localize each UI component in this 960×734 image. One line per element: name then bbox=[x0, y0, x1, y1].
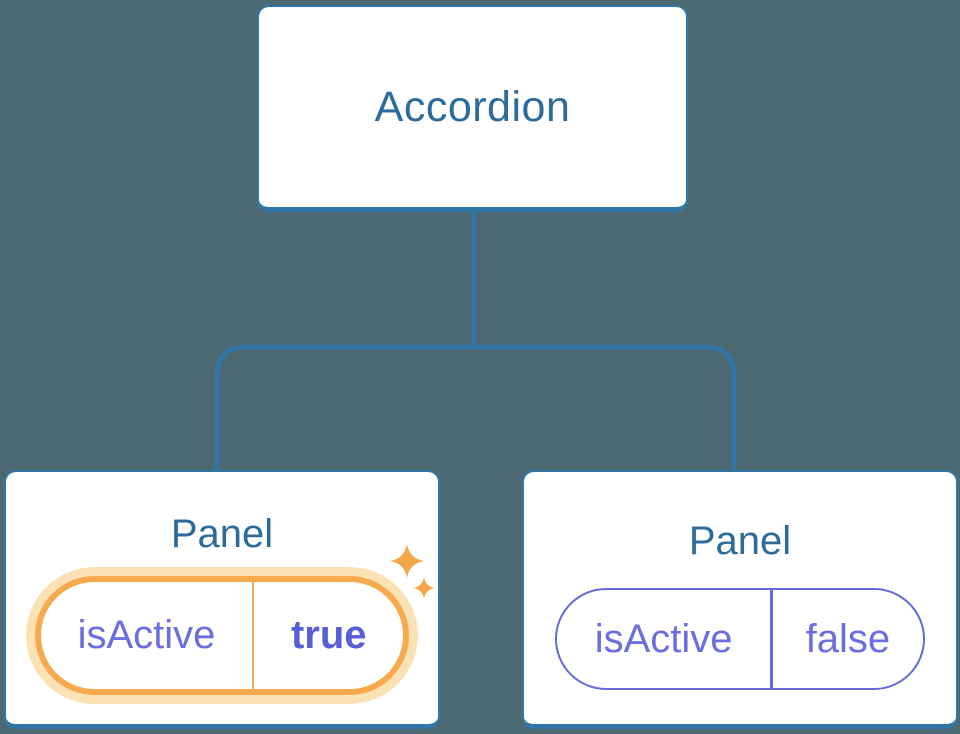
panel-node-inactive: Panel isActive false bbox=[522, 470, 958, 729]
state-pill-inactive: isActive false bbox=[555, 588, 925, 690]
pill-divider bbox=[251, 582, 255, 689]
accordion-node: Accordion bbox=[257, 5, 688, 212]
accordion-node-label: Accordion bbox=[374, 82, 571, 131]
state-value: true bbox=[290, 613, 367, 657]
state-key: isActive bbox=[77, 613, 216, 657]
panel-active-title: Panel bbox=[170, 512, 274, 556]
state-value: false bbox=[805, 616, 891, 661]
connector-branch bbox=[214, 344, 737, 476]
panel-node-active: Panel isActive true bbox=[4, 470, 440, 729]
state-key: isActive bbox=[594, 616, 733, 661]
sparkle-large bbox=[390, 544, 424, 578]
pill-divider bbox=[770, 590, 773, 688]
panel-inactive-title: Panel bbox=[688, 519, 792, 563]
state-pill-active: isActive true bbox=[35, 576, 409, 695]
sparkle-small bbox=[413, 577, 435, 599]
sparkles-icon bbox=[390, 544, 435, 599]
